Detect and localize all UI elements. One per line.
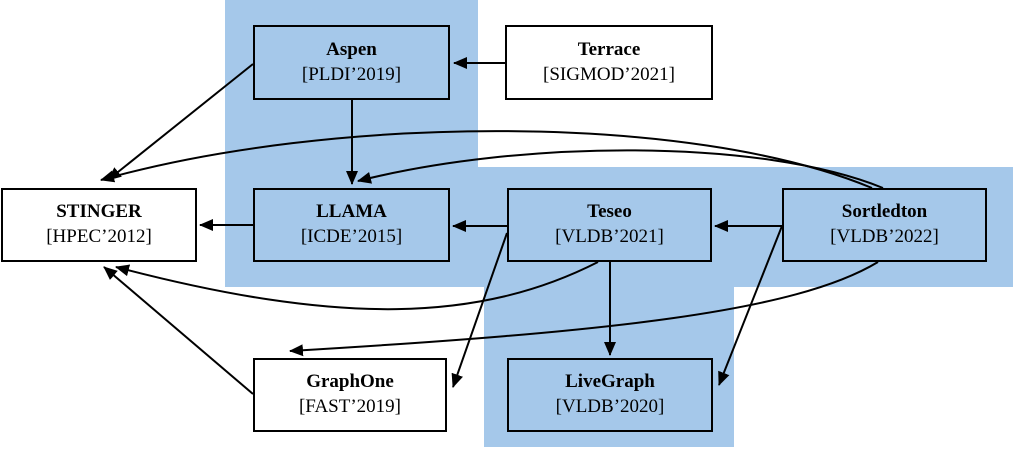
node-venue: [FAST’2019] [298, 396, 402, 417]
node-llama: LLAMA [ICDE’2015] [253, 188, 450, 262]
node-title: LLAMA [316, 201, 387, 223]
node-venue: [PLDI’2019] [301, 63, 402, 85]
node-venue: [VLDB’2021] [555, 226, 664, 247]
node-stinger: STINGER [HPEC’2012] [1, 188, 197, 262]
node-title: STINGER [56, 201, 142, 223]
node-sortledton: Sortledton [VLDB’2022] [782, 188, 987, 262]
node-title: LiveGraph [565, 371, 655, 393]
node-title: Aspen [326, 38, 377, 60]
node-teseo: Teseo [VLDB’2021] [507, 188, 712, 262]
node-venue: [VLDB’2020] [555, 396, 665, 417]
node-venue: [SIGMOD’2021] [543, 63, 675, 85]
node-title: Sortledton [841, 201, 928, 223]
node-aspen: Aspen [PLDI’2019] [253, 25, 450, 100]
node-title: GraphOne [306, 371, 394, 393]
node-venue: [HPEC’2012] [46, 226, 152, 247]
node-graphone: GraphOne [FAST’2019] [253, 358, 447, 432]
node-venue: [ICDE’2015] [300, 226, 403, 247]
node-terrace: Terrace [SIGMOD’2021] [505, 25, 713, 100]
node-venue: [VLDB’2022] [830, 226, 939, 247]
node-title: Terrace [577, 38, 641, 60]
node-title: Teseo [587, 201, 632, 223]
node-livegraph: LiveGraph [VLDB’2020] [507, 358, 713, 432]
